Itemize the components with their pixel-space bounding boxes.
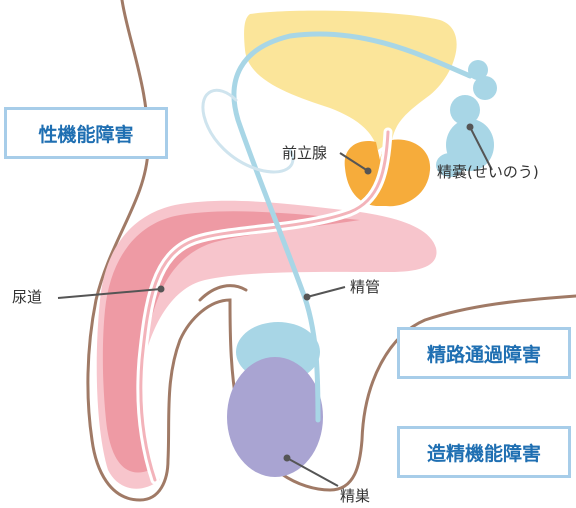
urethra-core bbox=[139, 130, 390, 482]
prostate bbox=[344, 139, 431, 207]
box-sexual-dysfunction: 性機能障害 bbox=[4, 107, 168, 159]
leader-testis bbox=[286, 457, 339, 487]
dot-urethra bbox=[157, 285, 165, 293]
dot-seminal-vesicle bbox=[466, 123, 474, 131]
box-spermatogenic-dysfunction: 造精機能障害 bbox=[397, 426, 571, 478]
inner-body-outline bbox=[198, 284, 248, 302]
vas-deferens-loop bbox=[201, 88, 295, 174]
leader-vas-deferens bbox=[306, 286, 346, 298]
dot-testis bbox=[283, 454, 291, 462]
bladder bbox=[244, 10, 457, 150]
label-testis: 精巣 bbox=[340, 487, 371, 505]
seminal-vesicle bbox=[436, 60, 497, 177]
leader-prostate bbox=[339, 152, 369, 172]
box-duct-obstruction: 精路通過障害 bbox=[397, 327, 571, 379]
label-urethra: 尿道 bbox=[12, 288, 43, 306]
testis bbox=[227, 357, 323, 477]
leader-urethra bbox=[57, 288, 162, 299]
corpus-cavernosum bbox=[102, 211, 360, 473]
leader-seminal-vesicle bbox=[469, 126, 493, 171]
label-vas-deferens: 精管 bbox=[350, 278, 381, 296]
dot-prostate bbox=[364, 167, 372, 175]
dot-vas-deferens bbox=[303, 293, 311, 301]
vas-deferens bbox=[231, 31, 473, 423]
label-prostate: 前立腺 bbox=[282, 144, 328, 162]
label-seminal-vesicle: 精嚢(せいのう) bbox=[437, 163, 539, 181]
body-outline bbox=[86, 0, 576, 502]
penis-shaft bbox=[96, 200, 437, 489]
